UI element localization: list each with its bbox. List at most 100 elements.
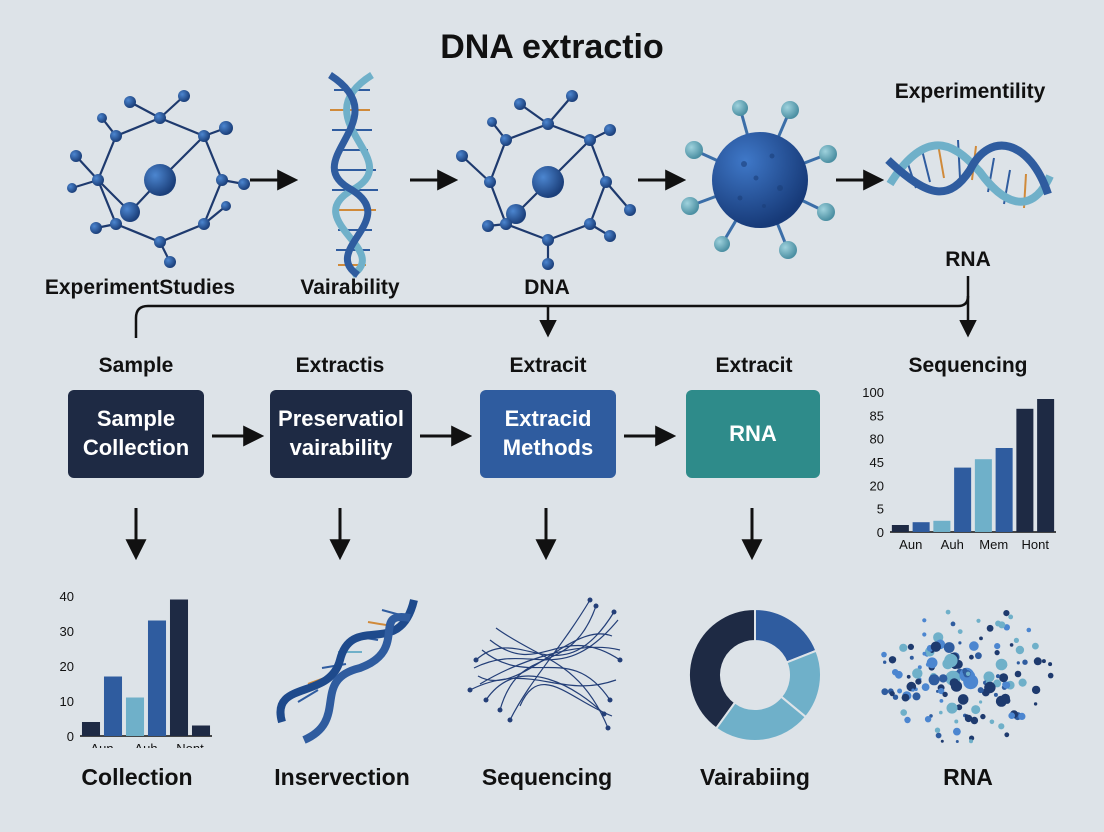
y-tick-label: 20 — [870, 478, 884, 493]
cluster-dot — [1008, 614, 1014, 620]
cluster-dot — [944, 653, 958, 668]
vairabiing-donut-chart — [688, 607, 822, 742]
cluster-dot — [1002, 681, 1009, 688]
cluster-dot — [995, 658, 1008, 671]
cluster-dot — [901, 693, 910, 702]
cluster-dot — [954, 719, 959, 724]
cluster-dot — [977, 687, 984, 694]
bar — [81, 722, 101, 736]
dna-helix-icon — [885, 139, 1054, 209]
label-dna: DNA — [524, 276, 570, 299]
y-tick-label: 20 — [60, 659, 74, 674]
cluster-dot — [1048, 662, 1053, 667]
bar — [125, 697, 145, 736]
cluster-dot — [975, 652, 982, 660]
cluster-dot — [906, 681, 917, 692]
stage-box-sample-collection: Sample Collection — [68, 390, 204, 478]
bar — [191, 725, 211, 736]
cluster-dot — [946, 702, 958, 714]
cluster-dot — [957, 694, 969, 705]
cluster-dot — [950, 680, 963, 692]
flow-arrows-down — [125, 508, 763, 561]
stage-box-line: Collection — [82, 435, 190, 460]
stage-header-sequencing: Sequencing — [908, 354, 1028, 377]
cluster-dot — [922, 651, 927, 656]
cluster-dot — [906, 674, 911, 679]
cluster-dot — [934, 727, 941, 733]
cluster-dot — [1013, 637, 1020, 644]
cluster-dot — [928, 674, 940, 686]
cluster-dot — [939, 710, 943, 715]
cluster-dot — [994, 650, 1000, 656]
x-tick-label: Aun — [90, 741, 113, 748]
cluster-dot — [983, 671, 995, 683]
cluster-dot — [1014, 670, 1022, 678]
cluster-dot — [1004, 732, 1010, 738]
cluster-dot — [969, 654, 974, 660]
cluster-dot — [921, 683, 930, 691]
cluster-dot — [984, 681, 996, 694]
cluster-dot — [926, 657, 938, 669]
label-rna-top: RNA — [945, 248, 991, 271]
x-tick-label: Auh — [941, 537, 964, 552]
cluster-dot — [979, 636, 983, 641]
cluster-dot — [1022, 659, 1028, 665]
cluster-dot — [892, 669, 899, 676]
y-tick-label: 100 — [862, 385, 884, 400]
y-tick-label: 40 — [60, 589, 74, 604]
bar — [103, 676, 123, 736]
cluster-dot — [999, 673, 1009, 683]
cluster-dot — [915, 678, 922, 685]
x-tick-label: Auh — [134, 741, 157, 748]
x-tick-label: Aun — [899, 537, 922, 552]
x-tick-label: Nont — [176, 741, 204, 748]
cluster-dot — [945, 609, 951, 615]
stage-box-line: Preservatiol — [278, 406, 404, 432]
cluster-dot — [1033, 702, 1038, 706]
molecule-network-icon — [67, 90, 250, 268]
cluster-dot — [1018, 712, 1026, 721]
cluster-dot — [943, 642, 955, 653]
cluster-dot — [953, 727, 961, 736]
network-mesh-icon — [467, 597, 623, 731]
collection-bar-chart: 403020100AunAuhNont — [60, 589, 212, 748]
bar — [912, 522, 930, 532]
cluster-dot — [1041, 659, 1046, 664]
cluster-dot — [912, 692, 921, 701]
cluster-dot — [986, 624, 994, 632]
label-experiment-studies: ExperimentStudies — [44, 276, 236, 299]
stage-header-sample: Sample — [98, 354, 174, 377]
cluster-dot — [970, 716, 979, 725]
y-tick-label: 10 — [60, 694, 74, 709]
stage-header-extracit: Extracit — [509, 354, 587, 377]
cluster-dot — [922, 618, 927, 623]
cluster-dot — [993, 692, 998, 697]
cluster-dot — [888, 656, 897, 664]
cluster-dot — [1031, 685, 1041, 695]
cluster-dot — [980, 713, 986, 720]
label-vairability: Vairability — [300, 276, 400, 299]
stage-box-line: Extracid — [504, 406, 592, 432]
stage-box-line: Sample — [96, 406, 176, 432]
cluster-dot — [1009, 643, 1014, 647]
x-tick-label: Mem — [979, 537, 1008, 552]
cluster-dot — [969, 735, 975, 741]
donut-slice — [714, 695, 808, 742]
bar — [933, 520, 951, 532]
bar — [954, 467, 972, 532]
cluster-dot — [964, 714, 969, 718]
cluster-dot — [883, 660, 887, 664]
cluster-dot — [1026, 627, 1032, 633]
dna-helix-icon — [276, 598, 418, 744]
connector-lines — [134, 276, 977, 338]
molecule-network-icon — [456, 90, 636, 270]
bottom-label-collection: Collection — [81, 764, 193, 790]
y-tick-label: 30 — [60, 624, 74, 639]
dot-cluster-icon — [881, 609, 1054, 744]
cluster-dot — [998, 723, 1005, 730]
y-tick-label: 5 — [877, 502, 884, 517]
bottom-label-vairabiing: Vairabiing — [700, 764, 810, 790]
cluster-dot — [1047, 672, 1054, 679]
